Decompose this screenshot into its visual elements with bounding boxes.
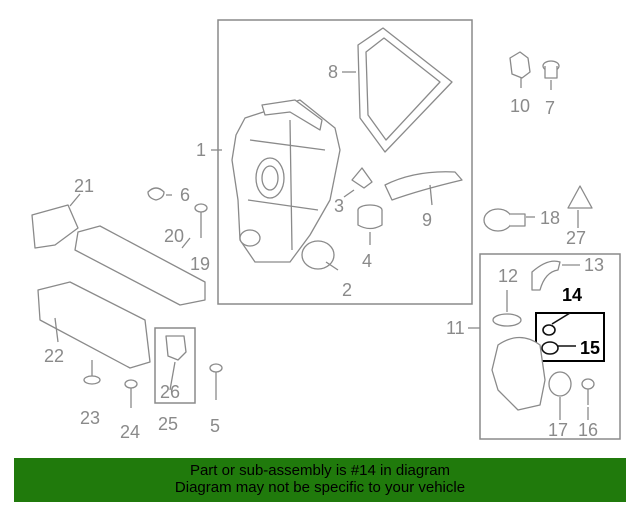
part-4-mount xyxy=(357,204,383,230)
footer-line-2: Diagram may not be specific to your vehi… xyxy=(174,479,466,496)
label-25: 25 xyxy=(158,414,178,434)
label-18: 18 xyxy=(540,208,560,228)
sub-assembly-25-box xyxy=(154,327,196,404)
part-27-label xyxy=(567,185,593,209)
part-5-bolt xyxy=(209,363,223,400)
part-6-cap xyxy=(147,187,165,201)
label-19: 19 xyxy=(190,254,210,274)
part-10-clip xyxy=(509,51,531,79)
part-23-fastener xyxy=(83,360,101,385)
label-23: 23 xyxy=(80,408,100,428)
label-13: 13 xyxy=(584,255,604,275)
label-14: 14 xyxy=(562,285,582,305)
label-10: 10 xyxy=(510,96,530,116)
part-19-bolt xyxy=(194,203,208,238)
label-1: 1 xyxy=(196,140,206,160)
air-filter-housing xyxy=(231,99,341,263)
label-21: 21 xyxy=(74,176,94,196)
label-11: 11 xyxy=(446,318,465,338)
label-6: 6 xyxy=(180,185,190,205)
sub-assembly-11-box xyxy=(479,253,621,440)
part-22-duct xyxy=(37,281,151,369)
part-18-sensor xyxy=(483,208,526,232)
part-7-grommet xyxy=(542,60,560,79)
label-24: 24 xyxy=(120,422,140,442)
label-4: 4 xyxy=(362,251,372,271)
part-11-intake xyxy=(491,336,546,411)
part-15-o-ring xyxy=(541,341,559,355)
part-17-ring xyxy=(548,371,572,397)
part-13-hose xyxy=(531,260,561,291)
main-assembly-box xyxy=(217,19,473,305)
label-15: 15 xyxy=(580,338,600,358)
part-3-bracket xyxy=(351,167,373,189)
label-2: 2 xyxy=(342,280,352,300)
label-12: 12 xyxy=(498,266,518,286)
part-24-bolt xyxy=(124,379,138,408)
air-filter-element xyxy=(357,27,453,153)
label-5: 5 xyxy=(210,416,220,436)
part-21-duct xyxy=(31,204,79,249)
label-8: 8 xyxy=(328,62,338,82)
label-9: 9 xyxy=(422,210,432,230)
part-16-plug xyxy=(581,378,595,405)
part-12-clamp xyxy=(492,313,522,327)
label-27: 27 xyxy=(566,228,586,248)
part-20-duct xyxy=(74,225,206,306)
label-16: 16 xyxy=(578,420,598,440)
label-26: 26 xyxy=(160,382,180,402)
footer-banner: Part or sub-assembly is #14 in diagram D… xyxy=(14,458,626,502)
label-3: 3 xyxy=(334,196,344,216)
label-20: 20 xyxy=(164,226,184,246)
label-7: 7 xyxy=(545,98,555,118)
part-26-bracket xyxy=(165,335,187,361)
label-22: 22 xyxy=(44,346,64,366)
footer-line-1: Part or sub-assembly is #14 in diagram xyxy=(189,462,451,479)
part-9-hose xyxy=(384,171,463,201)
label-17: 17 xyxy=(548,420,568,440)
part-14-seal xyxy=(542,324,556,336)
